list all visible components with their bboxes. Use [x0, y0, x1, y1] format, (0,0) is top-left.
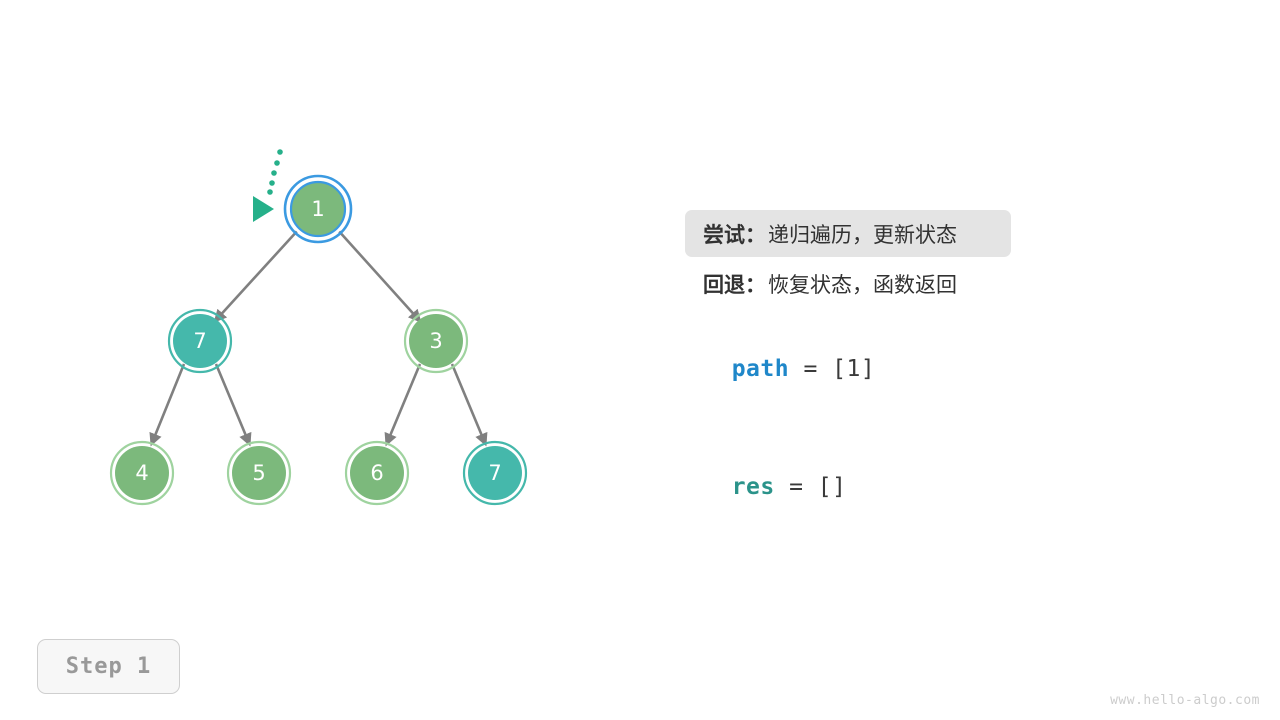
edge-7-5	[214, 363, 252, 447]
node-circle	[232, 446, 286, 500]
backtrack-line: 回退： 恢复状态，函数返回	[685, 260, 1245, 307]
edge-7-4	[149, 363, 186, 447]
node-value: 3	[429, 329, 442, 353]
recursion-pointer	[253, 149, 283, 222]
explanation-panel: 尝试： 递归遍历，更新状态 回退： 恢复状态，函数返回	[685, 210, 1245, 307]
edge-1-3	[336, 228, 422, 323]
tree-node-4[interactable]: 4	[109, 440, 175, 506]
node-outer-ring	[109, 440, 175, 506]
node-circle	[289, 180, 347, 238]
tree-edges	[149, 228, 488, 447]
watermark: www.hello-algo.com	[1110, 693, 1260, 708]
edge-3-7b	[450, 363, 488, 447]
node-value: 7	[488, 461, 501, 485]
node-value: 6	[370, 461, 383, 485]
path-variable-line: path = [1]	[703, 330, 875, 382]
node-value: 7	[193, 329, 206, 353]
pointer-dot	[267, 189, 273, 195]
tree-node-6[interactable]: 6	[344, 440, 410, 506]
pointer-arrow-icon	[253, 196, 274, 222]
pointer-dot	[274, 160, 280, 166]
backtrack-description: 恢复状态，函数返回	[768, 272, 957, 297]
node-circle	[409, 314, 463, 368]
tree-node-7-leaf[interactable]: 7	[462, 440, 528, 506]
node-outer-ring	[167, 308, 233, 374]
pointer-dot	[269, 180, 275, 186]
res-variable-name: res	[731, 474, 775, 500]
path-variable-name: path	[731, 356, 790, 382]
node-selection-ring	[283, 174, 353, 244]
backtrack-keyword: 回退：	[703, 272, 766, 297]
node-outer-ring	[344, 440, 410, 506]
pointer-dot	[277, 149, 283, 155]
node-value: 5	[252, 461, 265, 485]
tree-node-3[interactable]: 3	[403, 308, 469, 374]
node-circle	[468, 446, 522, 500]
tree-nodes: 1 7 3 4 5 6	[109, 174, 528, 506]
node-outer-ring	[226, 440, 292, 506]
tree-node-7-left[interactable]: 7	[167, 308, 233, 374]
try-line: 尝试： 递归遍历，更新状态	[685, 210, 1011, 257]
node-inner-ring	[287, 178, 349, 240]
node-circle	[173, 314, 227, 368]
path-variable-value: = [1]	[789, 356, 876, 382]
res-variable-line: res = []	[703, 448, 847, 500]
node-circle	[115, 446, 169, 500]
node-value: 4	[135, 461, 148, 485]
tree-node-1[interactable]: 1	[283, 174, 353, 244]
node-outer-ring	[462, 440, 528, 506]
node-outer-ring	[403, 308, 469, 374]
try-keyword: 尝试：	[703, 222, 766, 247]
edge-3-6	[384, 363, 422, 447]
node-circle	[350, 446, 404, 500]
edge-1-7	[213, 228, 300, 323]
res-variable-value: = []	[774, 474, 847, 500]
node-value: 1	[311, 197, 324, 221]
pointer-dot	[271, 170, 277, 176]
step-badge: Step 1	[37, 639, 180, 694]
try-description: 递归遍历，更新状态	[768, 222, 957, 247]
tree-node-5[interactable]: 5	[226, 440, 292, 506]
